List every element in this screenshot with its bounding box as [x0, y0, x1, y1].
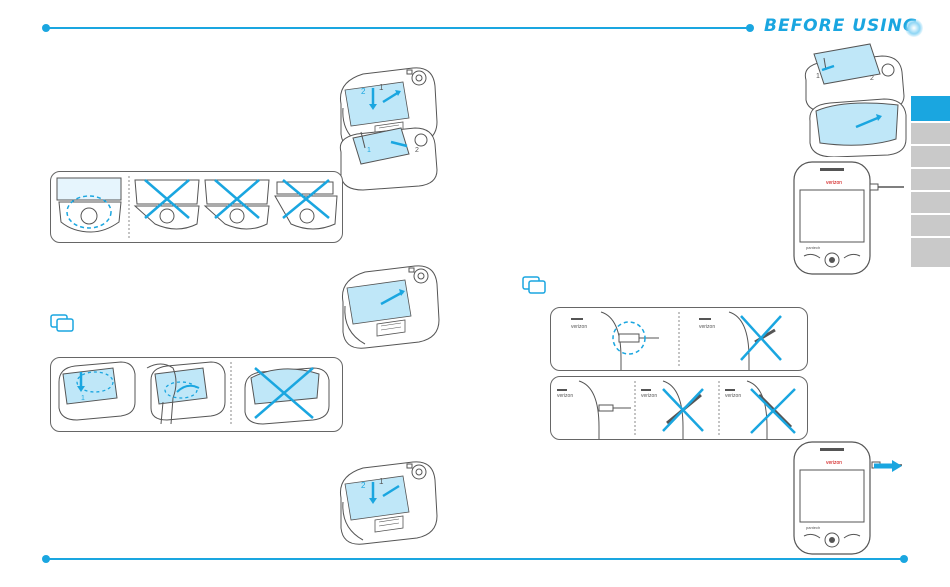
svg-text:1: 1: [379, 477, 384, 486]
cover-on-phone: [804, 95, 910, 157]
svg-text:verizon: verizon: [699, 324, 715, 330]
svg-text:1: 1: [379, 83, 384, 92]
note-icon: [522, 276, 548, 294]
svg-text:2: 2: [361, 87, 366, 96]
cable-connect-panel-bottom: verizon verizon verizon: [550, 376, 808, 440]
cable-connect-bottom-illustration: verizon verizon verizon: [551, 377, 807, 439]
section-title: BEFORE USING: [764, 16, 918, 36]
side-tab-6[interactable]: [911, 215, 950, 238]
side-tab-4[interactable]: [911, 169, 950, 192]
svg-text:1: 1: [81, 395, 85, 402]
svg-text:2: 2: [361, 481, 366, 490]
side-tab-3[interactable]: [911, 146, 950, 169]
section-title-glow: [905, 19, 923, 37]
svg-text:2: 2: [870, 75, 874, 82]
svg-text:verizon: verizon: [725, 393, 741, 399]
battery-insert-illustration: [51, 172, 341, 242]
cable-connect-panel-top: verizon verizon: [550, 307, 808, 371]
svg-text:verizon: verizon: [571, 324, 587, 330]
charger-connected-phone: [790, 160, 906, 278]
side-tab-7[interactable]: [911, 238, 950, 269]
remove-battery-phone: 2 1: [335, 118, 441, 192]
header-rule: [46, 27, 748, 29]
header-rule-end-dot: [746, 24, 754, 32]
svg-text:2: 2: [415, 147, 419, 154]
cover-attached-phone: [335, 262, 441, 352]
side-tab-2[interactable]: [911, 123, 950, 146]
charger-removed-phone: [790, 440, 906, 558]
cover-install-illustration: 1: [51, 358, 341, 430]
svg-text:verizon: verizon: [557, 393, 573, 399]
svg-text:1: 1: [367, 147, 371, 154]
side-tab-5[interactable]: [911, 192, 950, 215]
svg-text:verizon: verizon: [641, 393, 657, 399]
note-icon: [50, 314, 76, 332]
close-cover-phone: 2 1: [333, 458, 439, 548]
svg-text:1: 1: [816, 73, 820, 80]
cable-connect-top-illustration: verizon verizon: [551, 308, 807, 370]
cover-install-panel: 1: [50, 357, 343, 432]
battery-insert-panel: [50, 171, 343, 243]
side-tab-1[interactable]: [911, 96, 950, 123]
footer-rule: [46, 558, 904, 560]
